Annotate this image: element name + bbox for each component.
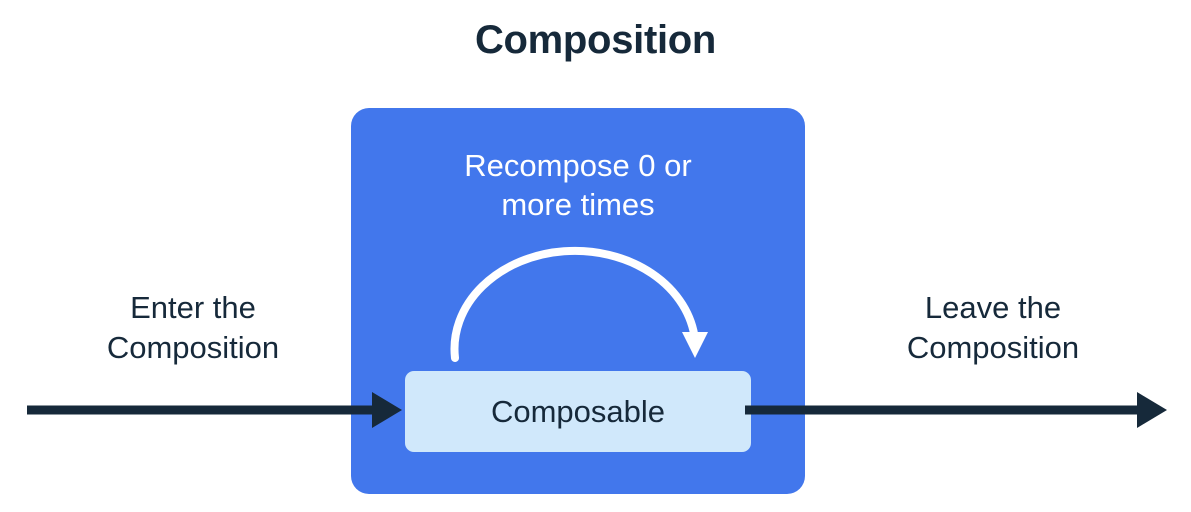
leave-label-line-1: Leave the — [924, 290, 1062, 325]
leave-arrow-icon — [745, 392, 1167, 428]
enter-label-line-1: Enter the — [130, 290, 256, 325]
page-title: Composition — [474, 18, 717, 62]
leave-composition-label: Leave the Composition — [848, 288, 1138, 367]
recompose-label-line-1: Recompose 0 or — [464, 148, 692, 183]
recompose-label-line-2: more times — [501, 187, 655, 223]
composable-label: Composable — [490, 394, 666, 429]
leave-label-line-2: Composition — [906, 329, 1080, 365]
recompose-label: Recompose 0 or more times — [351, 146, 805, 224]
enter-label-line-2: Composition — [106, 329, 280, 365]
composable-box: Composable — [405, 371, 751, 452]
enter-arrow-icon — [27, 392, 402, 428]
enter-composition-label: Enter the Composition — [48, 288, 338, 367]
loop-arrow-icon — [450, 246, 708, 362]
